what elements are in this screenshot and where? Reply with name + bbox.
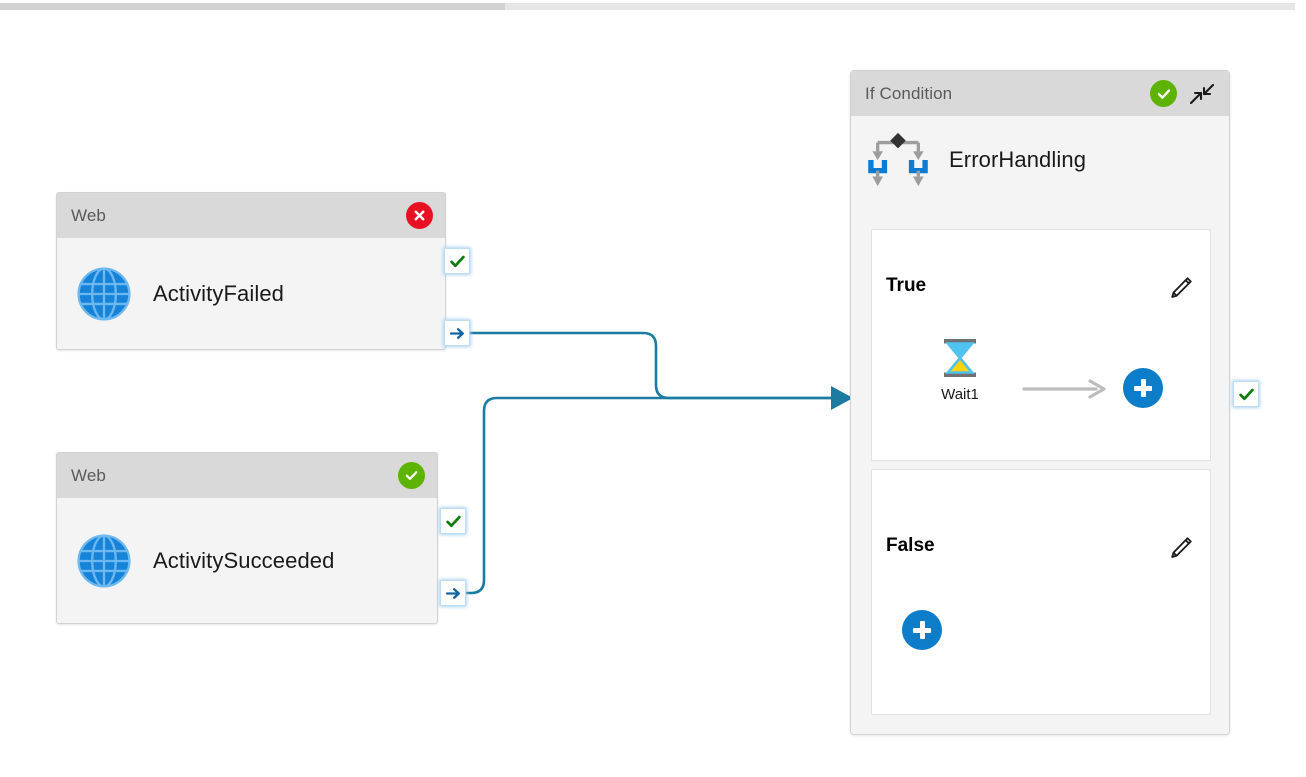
if-condition-header: If Condition [851,71,1229,116]
if-condition-activity-label: ErrorHandling [949,147,1087,172]
plus-icon [913,621,931,639]
if-condition-container[interactable]: If Condition [850,70,1230,735]
horizontal-scrollbar-track[interactable] [0,3,1295,10]
branch-flow-arrow-icon [1022,379,1106,399]
port-completion-activitysucceeded[interactable] [440,580,466,606]
if-condition-icon [868,132,928,187]
blue-arrow-icon [449,327,464,339]
port-success-ifcondition[interactable] [1233,381,1259,407]
green-check-icon [1238,388,1254,400]
green-check-icon [449,255,465,267]
if-condition-type-label: If Condition [865,83,953,103]
branch-true-title: True [886,275,927,296]
success-circle-icon [398,462,425,489]
green-check-icon [445,515,461,527]
activity-name-label: ActivityFailed [153,280,284,306]
activity-card-activitysucceeded[interactable]: Web ActivitySucceeded [56,452,438,624]
activity-card-activityfailed[interactable]: Web ActivityFailed [56,192,446,350]
port-completion-activityfailed[interactable] [444,320,470,346]
activity-card-header: Web [57,453,437,498]
add-activity-button-true[interactable] [1123,368,1163,408]
hourglass-icon [944,339,976,377]
if-condition-activity-row: ErrorHandling [851,116,1229,196]
globe-icon [77,266,131,321]
branch-false-title: False [886,535,935,556]
globe-icon [77,533,131,588]
add-activity-button-false[interactable] [902,610,942,650]
activity-type-label: Web [71,205,106,225]
success-circle-icon [1150,80,1177,107]
activity-node-label: Wait1 [941,386,979,403]
error-circle-icon [406,202,433,229]
branch-false[interactable]: False [871,469,1211,715]
horizontal-scrollbar-thumb[interactable] [0,3,505,10]
pencil-icon[interactable] [1168,275,1194,301]
port-success-activitysucceeded[interactable] [440,508,466,534]
activity-card-body: ActivityFailed [57,238,445,349]
port-success-activityfailed[interactable] [444,248,470,274]
activity-card-body: ActivitySucceeded [57,498,437,623]
activity-card-header: Web [57,193,445,238]
branch-true[interactable]: True Wait1 [871,229,1211,461]
blue-arrow-icon [445,587,460,599]
activity-node-wait1[interactable]: Wait1 [925,337,995,403]
plus-icon [1134,379,1152,397]
activity-type-label: Web [71,465,106,485]
collapse-diagonal-icon[interactable] [1187,81,1217,107]
pencil-icon[interactable] [1168,535,1194,561]
activity-name-label: ActivitySucceeded [153,547,335,573]
